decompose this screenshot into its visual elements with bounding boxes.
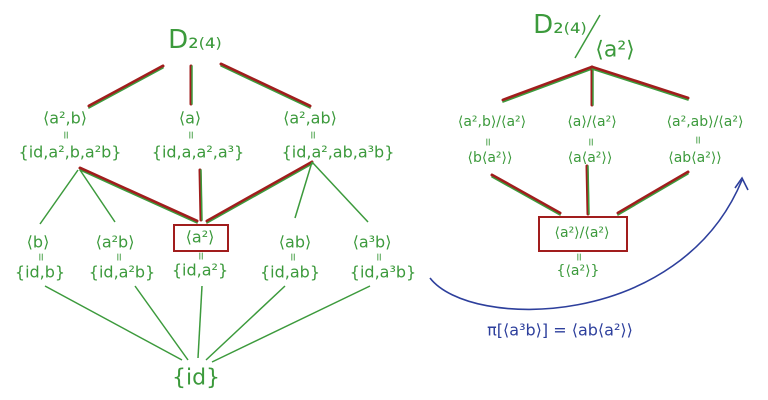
coset-generator: ⟨a⟨a²⟩⟩ bbox=[567, 150, 613, 166]
subgroup-generator: ⟨ab⟩ bbox=[278, 232, 312, 252]
subgroup-set: {id,a²,b,a²b} bbox=[18, 142, 122, 162]
coset-generator: {⟨a²⟩} bbox=[556, 263, 600, 279]
quotient-subgroup: ⟨a⟩/⟨a²⟩ bbox=[567, 114, 617, 130]
subgroup-set: {id,b} bbox=[14, 262, 66, 282]
subgroup-generator: ⟨a²⟩ bbox=[185, 227, 215, 247]
lattice-edges bbox=[39, 14, 601, 363]
subgroup-set: {id,ab} bbox=[259, 262, 321, 282]
subgroup-set: {id,a²} bbox=[171, 260, 229, 280]
group-title: D₂₍₄₎ bbox=[168, 25, 222, 55]
quotient-subgroup: ⟨a²,ab⟩/⟨a²⟩ bbox=[666, 114, 744, 130]
equals-sign: ॥ bbox=[575, 250, 582, 264]
subgroup-generator: ⟨a²b⟩ bbox=[95, 232, 135, 252]
equals-sign: ॥ bbox=[289, 250, 296, 264]
quotient-group-denominator: ⟨a²⟩ bbox=[595, 37, 635, 63]
coset-generator: ⟨b⟨a²⟩⟩ bbox=[467, 150, 513, 166]
subgroup-generator: ⟨a⟩ bbox=[178, 108, 202, 128]
quotient-group-title: D₂₍₄₎ bbox=[533, 10, 587, 40]
subgroup-set: {id,a³b} bbox=[349, 262, 417, 282]
trivial-subgroup: {id} bbox=[171, 365, 221, 391]
equals-sign: ॥ bbox=[187, 128, 194, 142]
highlight-box-normal-subgroup bbox=[173, 224, 229, 252]
equals-sign: ॥ bbox=[484, 135, 491, 149]
projection-arrow bbox=[429, 176, 749, 311]
projection-map-label: π[⟨a³b⟩] = ⟨ab⟨a²⟩⟩ bbox=[487, 320, 633, 340]
quotient-subgroup: ⟨a²,b⟩/⟨a²⟩ bbox=[457, 114, 527, 130]
equals-sign: ॥ bbox=[694, 133, 701, 147]
subgroup-generator: ⟨a²,ab⟩ bbox=[283, 108, 337, 128]
subgroup-generator: ⟨a²,b⟩ bbox=[43, 108, 87, 128]
equals-sign: ॥ bbox=[37, 250, 44, 264]
subgroup-generator: ⟨a³b⟩ bbox=[352, 232, 392, 252]
subgroup-set: {id,a,a²,a³} bbox=[151, 142, 245, 162]
subgroup-set: {id,a²,ab,a³b} bbox=[281, 142, 395, 162]
equals-sign: ॥ bbox=[375, 250, 382, 264]
equals-sign: ॥ bbox=[197, 249, 204, 263]
equals-sign: ॥ bbox=[587, 135, 594, 149]
coset-generator: ⟨ab⟨a²⟩⟩ bbox=[668, 150, 722, 166]
quotient-subgroup: ⟨a²⟩/⟨a²⟩ bbox=[554, 225, 610, 241]
quotient-slash bbox=[574, 14, 601, 59]
equals-sign: ॥ bbox=[115, 250, 122, 264]
equals-sign: ॥ bbox=[62, 128, 69, 142]
subgroup-set: {id,a²b} bbox=[88, 262, 156, 282]
highlight-box-trivial-quotient bbox=[538, 216, 628, 252]
highlighted-edges-right bbox=[490, 65, 690, 216]
highlighted-edges-left bbox=[78, 62, 314, 224]
subgroup-generator: ⟨b⟩ bbox=[26, 232, 50, 252]
equals-sign: ॥ bbox=[309, 128, 316, 142]
